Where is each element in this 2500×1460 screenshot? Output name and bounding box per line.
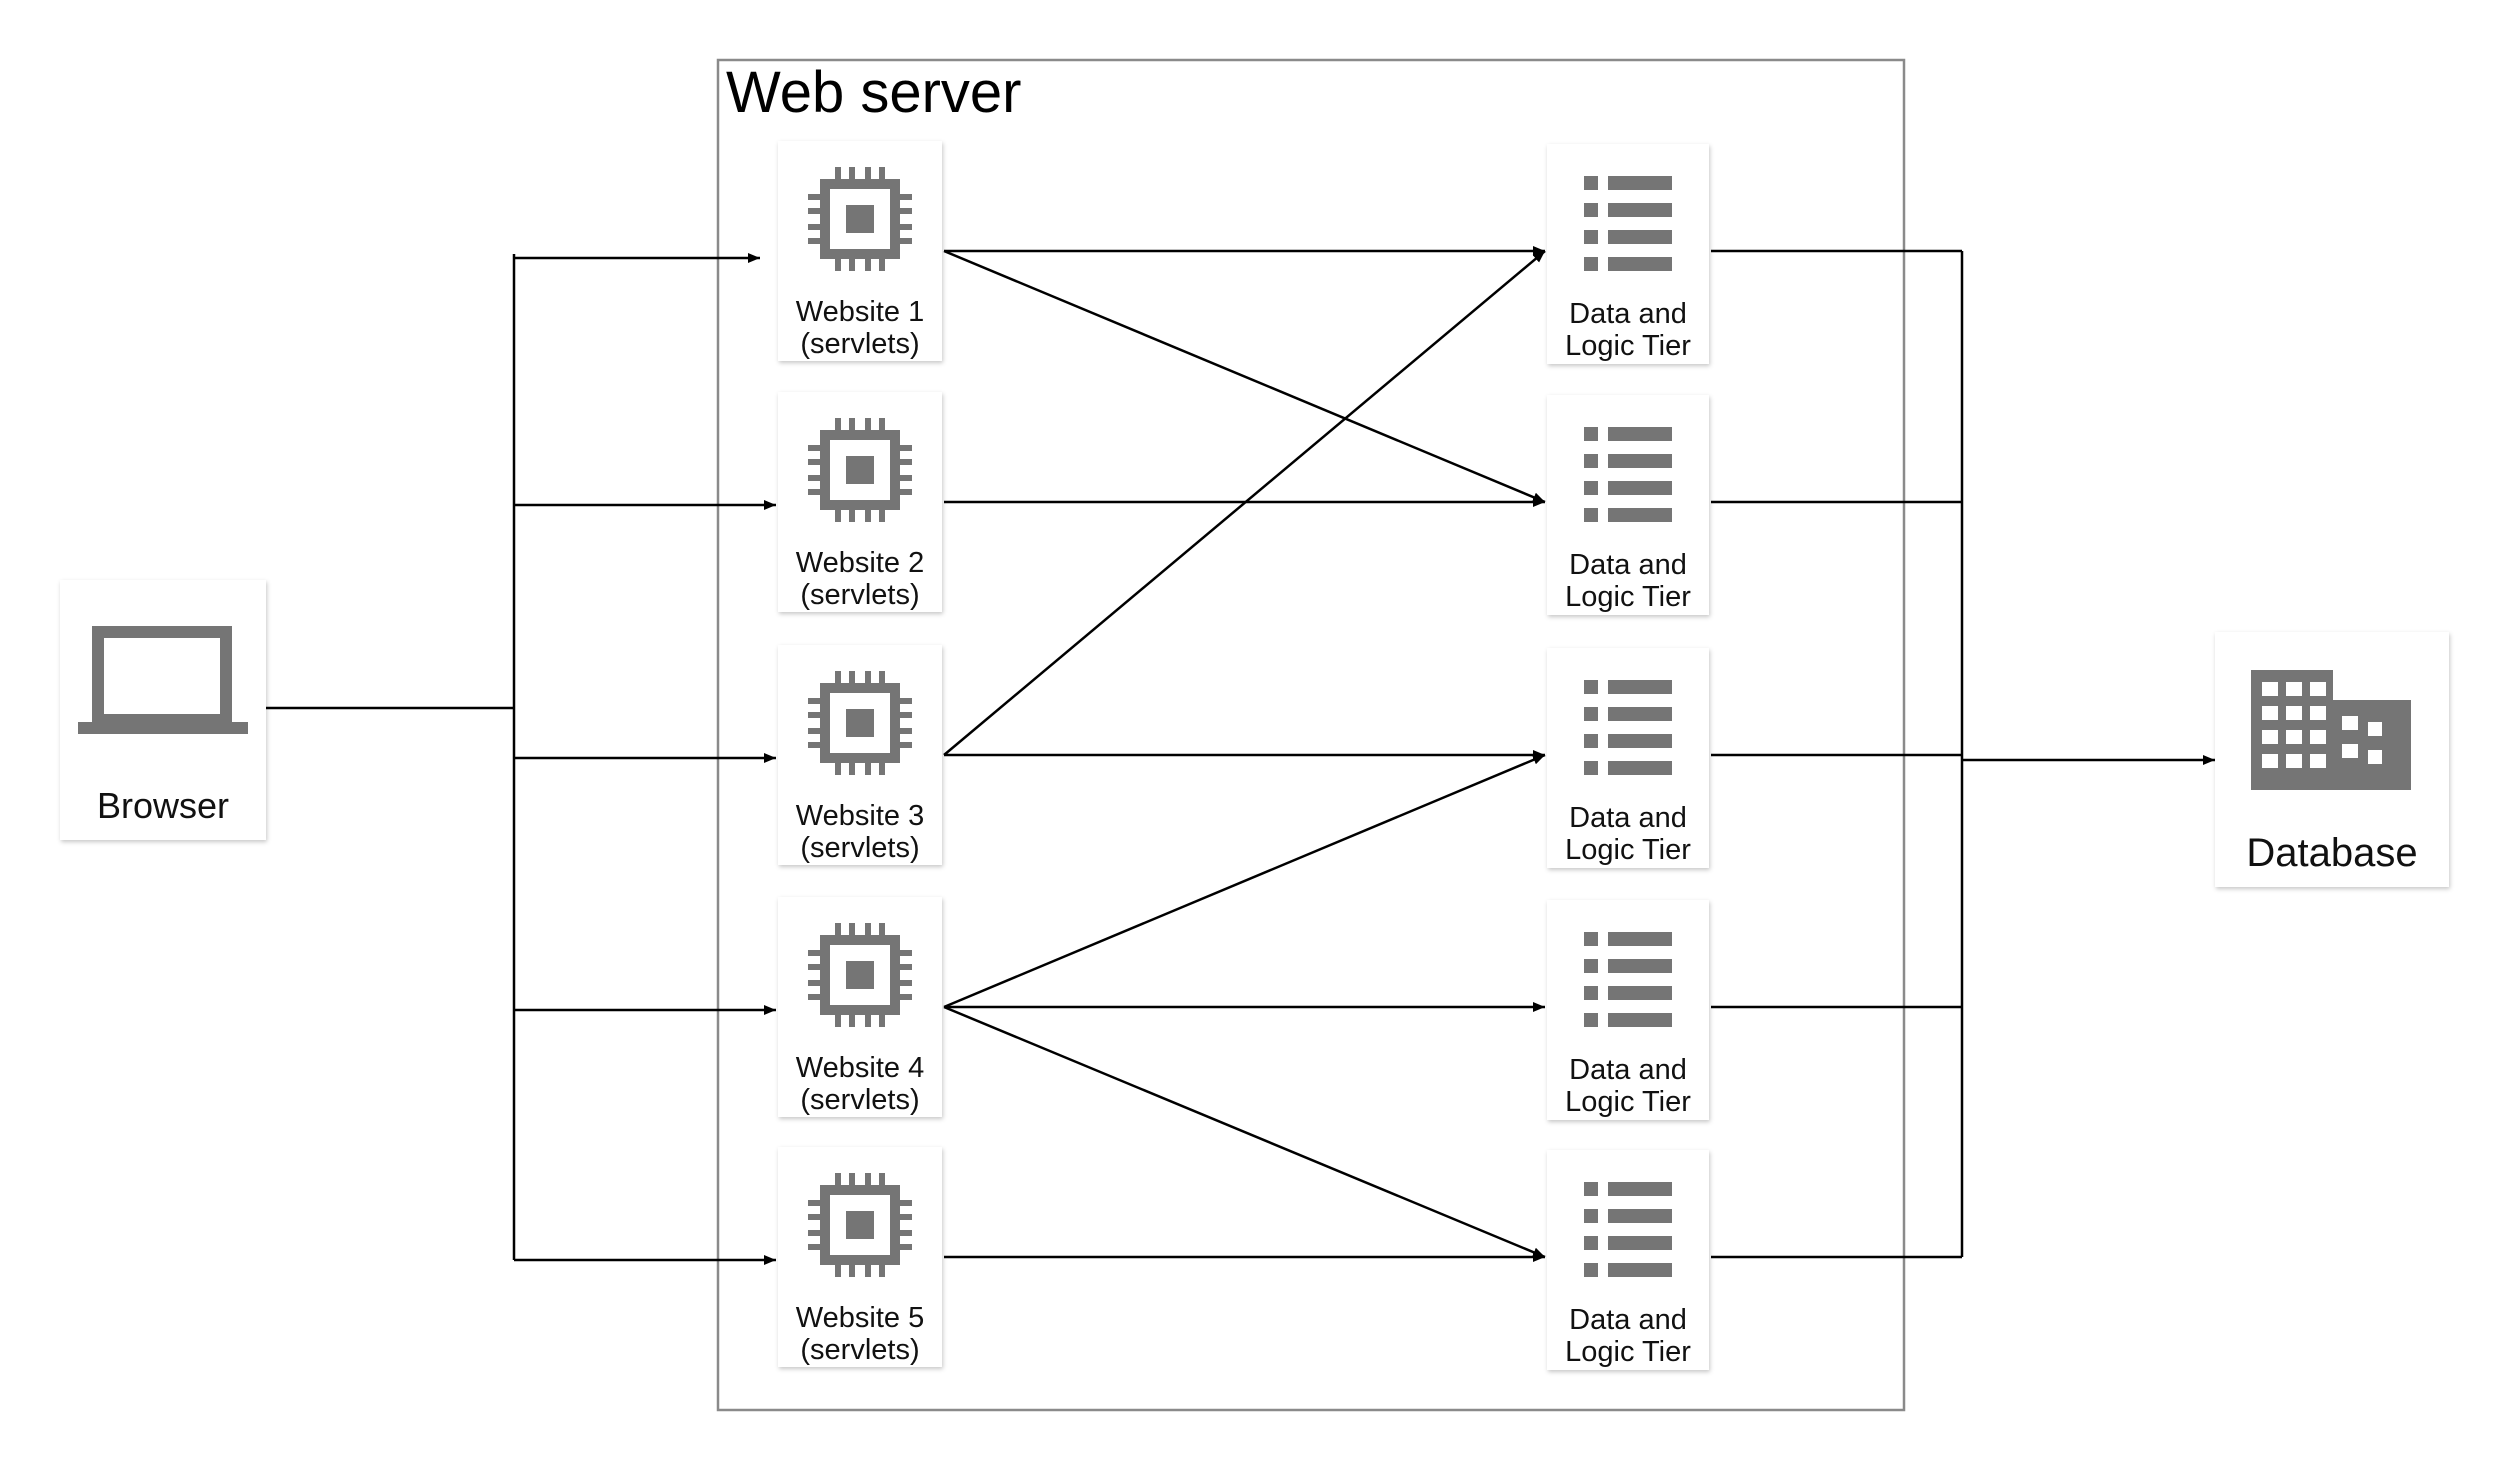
tier-name: Data and xyxy=(1569,802,1687,834)
laptop-icon xyxy=(78,626,248,734)
database-node: Database xyxy=(2215,632,2449,887)
list-icon xyxy=(1584,680,1672,775)
website-subtitle: (servlets) xyxy=(800,1084,919,1116)
website-node: Website 4(servlets) xyxy=(778,897,942,1117)
browser-label: Browser xyxy=(97,785,229,826)
chip-icon xyxy=(808,923,912,1027)
chip-icon xyxy=(808,418,912,522)
website-subtitle: (servlets) xyxy=(800,1334,919,1366)
website-nodes: Website 1(servlets)Website 2(servlets)We… xyxy=(778,141,942,1367)
tier-subtitle: Logic Tier xyxy=(1565,1086,1691,1118)
website-node: Website 5(servlets) xyxy=(778,1147,942,1367)
website-name: Website 5 xyxy=(796,1302,924,1334)
tier-name: Data and xyxy=(1569,549,1687,581)
tier-name: Data and xyxy=(1569,1054,1687,1086)
tier-subtitle: Logic Tier xyxy=(1565,834,1691,866)
tier-subtitle: Logic Tier xyxy=(1565,1336,1691,1368)
list-icon xyxy=(1584,176,1672,271)
list-icon xyxy=(1584,427,1672,522)
website-name: Website 3 xyxy=(796,800,924,832)
website-name: Website 1 xyxy=(796,296,924,328)
website-name: Website 2 xyxy=(796,547,924,579)
website-subtitle: (servlets) xyxy=(800,328,919,360)
chip-icon xyxy=(808,167,912,271)
website-name: Website 4 xyxy=(796,1052,924,1084)
website-to-tier-arrow xyxy=(943,1005,1546,1259)
web-server-title: Web server xyxy=(726,60,1021,125)
website-subtitle: (servlets) xyxy=(800,832,919,864)
web-server-frame: Web server xyxy=(716,58,1906,1412)
chip-icon xyxy=(808,671,912,775)
website-node: Website 1(servlets) xyxy=(778,141,942,361)
website-to-tier-arrow xyxy=(943,753,1546,1009)
tier-name: Data and xyxy=(1569,1304,1687,1336)
connector-lines xyxy=(266,246,2215,1265)
chip-icon xyxy=(808,1173,912,1277)
browser-node: Browser xyxy=(60,580,266,840)
website-to-tier-arrow xyxy=(943,250,1546,756)
website-node: Website 3(servlets) xyxy=(778,645,942,865)
website-node: Website 2(servlets) xyxy=(778,392,942,612)
tier-subtitle: Logic Tier xyxy=(1565,581,1691,613)
database-label: Database xyxy=(2246,831,2417,875)
tier-name: Data and xyxy=(1569,298,1687,330)
list-icon xyxy=(1584,1182,1672,1277)
website-subtitle: (servlets) xyxy=(800,579,919,611)
website-to-tier-arrow xyxy=(943,249,1546,504)
building-icon xyxy=(2251,670,2411,790)
tier-subtitle: Logic Tier xyxy=(1565,330,1691,362)
list-icon xyxy=(1584,932,1672,1027)
